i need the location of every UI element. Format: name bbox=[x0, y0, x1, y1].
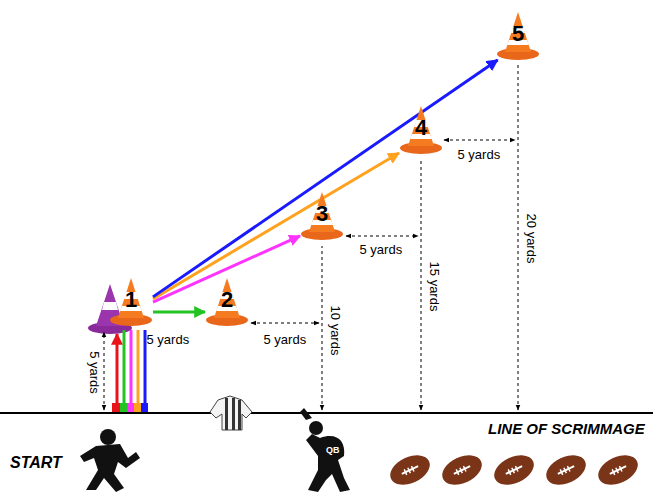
dimension-lines bbox=[104, 62, 518, 410]
footballs bbox=[489, 449, 538, 490]
start-label: START bbox=[10, 455, 62, 470]
dimension-label: 5 yards bbox=[147, 332, 190, 347]
quarterback-silhouette bbox=[306, 434, 350, 492]
route-arrow bbox=[153, 60, 498, 297]
cone-node: 5 bbox=[496, 12, 540, 60]
start-arrows bbox=[127, 403, 134, 412]
dimension-lines bbox=[322, 246, 323, 410]
footballs bbox=[560, 466, 570, 475]
footballs bbox=[385, 449, 434, 490]
footballs bbox=[593, 449, 642, 490]
cone-number: 5 bbox=[496, 23, 540, 45]
quarterback-silhouette bbox=[323, 440, 343, 460]
scrimmage-line bbox=[0, 412, 653, 414]
cone-number: 4 bbox=[399, 117, 443, 139]
line-label: LINE OF SCRIMMAGE bbox=[488, 421, 645, 436]
dimension-lines bbox=[251, 323, 319, 324]
quarterback-silhouette bbox=[309, 421, 323, 435]
start-arrows bbox=[134, 403, 141, 412]
referee-shirt bbox=[238, 400, 241, 430]
purple-cone bbox=[102, 302, 118, 310]
cone-node: 4 bbox=[399, 106, 443, 154]
start-arrows bbox=[112, 403, 120, 412]
quarterback-silhouette bbox=[300, 408, 350, 492]
footballs bbox=[437, 449, 486, 490]
cone-node: 1 bbox=[109, 278, 153, 326]
footballs bbox=[612, 466, 622, 475]
footballs bbox=[437, 449, 486, 490]
footballs bbox=[541, 449, 590, 490]
dimension-label: 5 yards bbox=[458, 147, 501, 162]
footballs bbox=[385, 449, 434, 490]
footballs bbox=[508, 466, 518, 475]
footballs bbox=[456, 466, 466, 475]
referee-shirt bbox=[225, 398, 228, 430]
position-label: QB bbox=[326, 445, 340, 455]
player-silhouette bbox=[100, 429, 116, 445]
footballs bbox=[404, 466, 414, 475]
footballs bbox=[541, 449, 590, 490]
player-silhouette bbox=[80, 429, 140, 492]
dimension-label: 5 yards bbox=[86, 351, 101, 394]
route-arrow bbox=[153, 311, 205, 314]
referee-shirt bbox=[210, 396, 252, 430]
cone-node: 3 bbox=[300, 192, 344, 240]
footballs bbox=[489, 449, 538, 490]
dimension-lines bbox=[444, 140, 515, 141]
dimension-label: 20 yards bbox=[524, 213, 539, 263]
dimension-label: 5 yards bbox=[360, 242, 403, 257]
start-arrows bbox=[130, 330, 133, 403]
dimension-label: 15 yards bbox=[427, 261, 442, 311]
start-arrows bbox=[112, 330, 148, 412]
footballs bbox=[385, 449, 642, 490]
dimension-lines bbox=[421, 158, 422, 410]
footballs bbox=[593, 449, 642, 490]
start-arrows bbox=[144, 330, 147, 403]
referee-shirt bbox=[232, 398, 235, 430]
dimension-lines bbox=[518, 62, 519, 410]
quarterback-silhouette bbox=[300, 408, 312, 420]
route-arrow bbox=[153, 153, 399, 299]
start-arrows bbox=[120, 403, 127, 412]
cone-number: 3 bbox=[300, 203, 344, 225]
dimension-lines bbox=[346, 236, 418, 237]
cone-node: 2 bbox=[205, 278, 249, 326]
start-arrows bbox=[137, 330, 140, 403]
player-silhouette bbox=[80, 444, 140, 492]
dimension-lines bbox=[104, 332, 105, 410]
start-arrows bbox=[123, 330, 126, 403]
start-arrows bbox=[141, 403, 148, 412]
dimension-label: 10 yards bbox=[328, 305, 343, 355]
dimension-label: 5 yards bbox=[264, 332, 307, 347]
cone-number: 1 bbox=[109, 289, 153, 311]
cone-number: 2 bbox=[205, 289, 249, 311]
referee-shirt bbox=[210, 396, 252, 430]
start-arrows bbox=[116, 334, 119, 403]
